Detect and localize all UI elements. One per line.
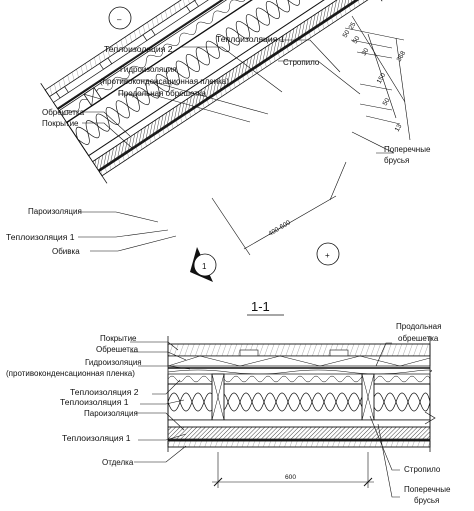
label-b-batten: Обрешетка	[96, 345, 139, 354]
top-dimensions: 25 50 50 30 368 150 50 13	[342, 15, 411, 141]
bottom-insulation-1-lower-layer	[167, 426, 431, 440]
section-title: 1-1	[251, 299, 270, 314]
dim-600: 600	[285, 474, 296, 481]
label-covering: Покрытие	[42, 119, 79, 128]
label-lining: Обивка	[52, 247, 80, 256]
label-anticondensation: (противоконденсационная пленка)	[100, 77, 229, 86]
dim-400-600: 400-600	[267, 219, 292, 238]
label-b-cross-bars-1: Поперечные	[404, 485, 451, 494]
label-waterproofing: Гидроизоляция	[120, 65, 177, 74]
label-b-cross-bars-2: брусья	[414, 496, 439, 505]
plus-marker-text: +	[325, 251, 330, 260]
plus-marker: +	[316, 242, 340, 266]
bottom-leader-lines	[130, 341, 400, 498]
label-b-anticondensation: (противоконденсационная пленка)	[6, 369, 135, 378]
dim-13: 13	[394, 123, 404, 133]
bottom-insulation-1-layer	[167, 383, 431, 421]
bottom-insulation-2-layer	[167, 373, 431, 385]
label-insulation-2: Теплоизоляция 2	[104, 44, 173, 54]
label-longitudinal-batten: Продольная обрешетка	[118, 89, 207, 98]
section-1-1: 600 Покрытие Обрешетка Гидроизоляция (пр…	[6, 322, 451, 505]
bottom-spacing-dimension: 600	[212, 452, 374, 488]
label-vapor-barrier: Пароизоляция	[28, 207, 82, 216]
label-b-insulation-2: Теплоизоляция 2	[70, 387, 139, 397]
dim-368: 368	[396, 50, 408, 63]
label-b-covering: Покрытие	[100, 334, 137, 343]
section-marker-1-text: 1	[202, 262, 207, 271]
dim-50a: 50	[342, 29, 352, 39]
vapor-barrier-line	[98, 0, 375, 172]
minus-marker: –	[108, 6, 132, 30]
label-batten: Обрешетка	[42, 108, 85, 117]
waterproofing-membrane	[57, 0, 334, 110]
bottom-cross-bars-layer	[167, 419, 431, 428]
dim-150: 150	[376, 72, 388, 85]
top-spacing-dimension: 400-600	[211, 161, 347, 256]
dim-50b: 50	[352, 35, 362, 45]
top-leader-lines	[78, 39, 395, 252]
label-b-finishing: Отделка	[102, 458, 134, 467]
label-cross-bars-1: Поперечные	[384, 145, 431, 154]
label-cross-bars-2: брусья	[384, 156, 409, 165]
label-b-rafter: Стропило	[404, 465, 441, 474]
sloped-roof-section: 25 50 50 30 368 150 50 13 400-600 – +	[6, 0, 431, 282]
bottom-covering-layer	[167, 343, 431, 357]
label-b-waterproofing: Гидроизоляция	[85, 358, 142, 367]
bottom-finishing-layer	[167, 440, 431, 448]
label-b-insulation-1-lower: Теплоизоляция 1	[62, 433, 131, 443]
label-insulation-1-top: Теплоизоляция 1	[216, 34, 285, 44]
label-b-insulation-1-upper: Теплоизоляция 1	[60, 397, 129, 407]
label-b-longitudinal-batten-2: обрешетка	[398, 334, 439, 343]
batten-layer	[55, 0, 200, 99]
label-b-vapor-barrier: Пароизоляция	[84, 409, 138, 418]
dim-30: 30	[361, 47, 371, 57]
label-rafter: Стропило	[283, 58, 320, 67]
label-b-longitudinal-batten-1: Продольная	[396, 322, 441, 331]
dim-25: 25	[348, 21, 358, 31]
dim-50c: 50	[382, 97, 392, 107]
label-insulation-1-bottom: Теплоизоляция 1	[6, 232, 75, 242]
minus-marker-text: –	[117, 15, 122, 24]
section-marker-1: 1	[190, 247, 217, 282]
